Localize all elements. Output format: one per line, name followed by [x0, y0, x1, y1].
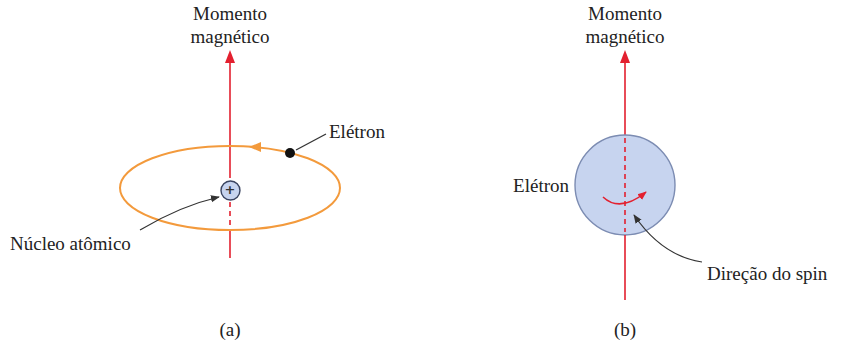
moment-axis: [624, 235, 626, 300]
part-label: Direção do spin: [707, 262, 827, 285]
moment-axis: [624, 60, 626, 135]
charge-sign: +: [225, 183, 236, 196]
leader-arrow: [140, 197, 219, 230]
axis-label: Momento magnético: [174, 2, 286, 48]
part-label: Núcleo atômico: [10, 232, 131, 255]
atomic-nucleus: +: [220, 180, 241, 201]
moment-axis-hidden: [624, 138, 626, 232]
electron-orbit: [120, 146, 340, 230]
leader-arrow: [634, 215, 702, 262]
electron-sphere: [575, 135, 675, 235]
moment-axis: [229, 231, 231, 258]
part-label: Elétron: [329, 120, 385, 143]
moment-arrowhead: [620, 50, 630, 63]
leader-line: [296, 134, 326, 150]
moment-arrowhead: [225, 50, 235, 63]
panel-label: (a): [219, 318, 240, 341]
part-label: Elétron: [513, 174, 569, 197]
axis-label: Momento magnético: [569, 2, 681, 48]
spin-arrow: [603, 192, 646, 204]
moment-axis-hidden: [229, 202, 231, 228]
moment-axis: [229, 60, 231, 178]
orbit-arrowhead: [249, 142, 261, 152]
orbiting-electron: [285, 148, 295, 158]
nucleus-circle: [221, 181, 240, 200]
panel-label: (b): [614, 318, 636, 341]
